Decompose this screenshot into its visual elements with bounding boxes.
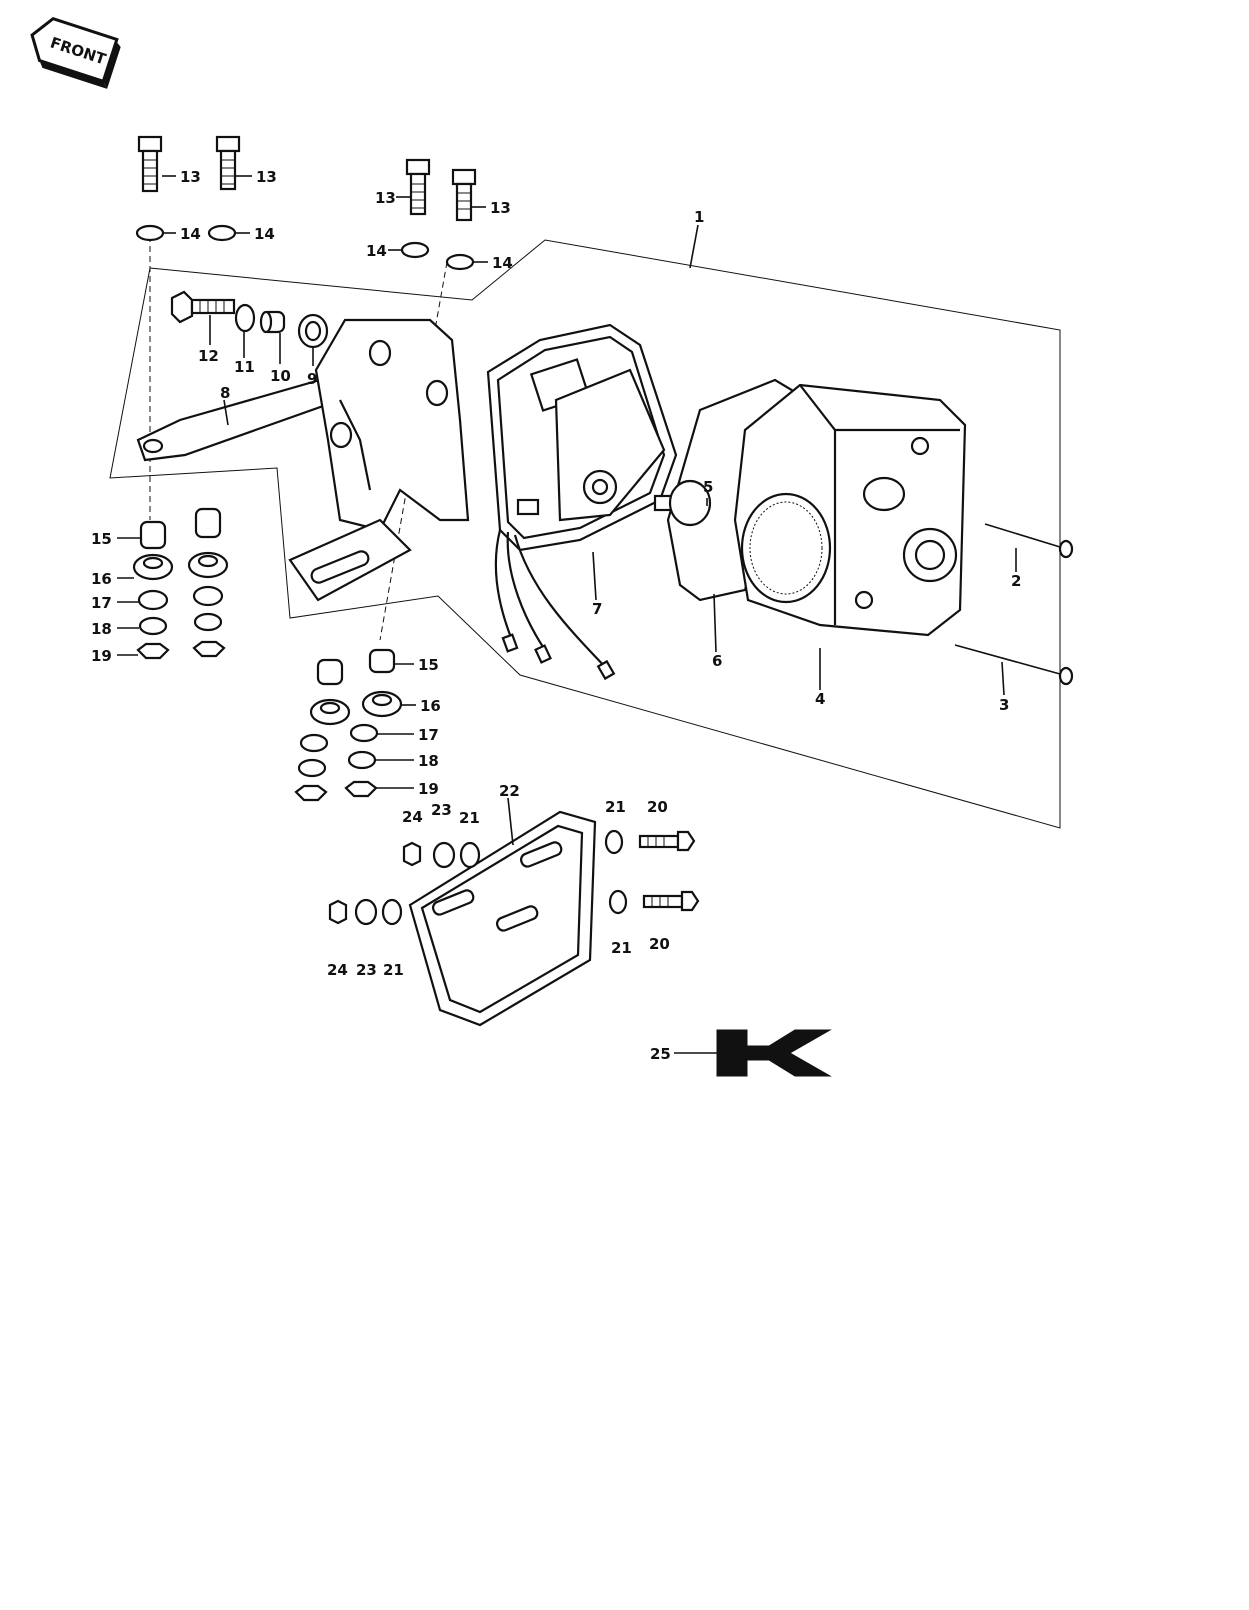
label-24-a: 24 (402, 808, 423, 826)
label-14-d: 14 (492, 254, 513, 272)
bolt-13-d (451, 168, 477, 222)
label-16-a: 16 (91, 570, 112, 588)
nut-19-a (136, 642, 170, 660)
grommet-16-b (361, 690, 403, 718)
washer-17-d (299, 733, 329, 753)
leader-lines (117, 175, 1017, 1054)
label-3: 3 (999, 696, 1009, 714)
washer-23-b (354, 898, 378, 926)
bolt-13-c (405, 158, 431, 216)
part-number-labels: 1 2 3 4 5 6 7 8 9 10 11 12 13 13 13 13 1… (91, 168, 1021, 1063)
washer-11 (234, 303, 256, 333)
label-10: 10 (270, 367, 291, 385)
label-14-b: 14 (254, 225, 275, 243)
label-16-b: 16 (420, 697, 441, 715)
label-18-b: 18 (418, 752, 439, 770)
kawasaki-emblem-25 (716, 1029, 832, 1077)
washer-14-b (207, 224, 237, 242)
washer-21-c (459, 841, 481, 869)
label-5: 5 (703, 478, 713, 496)
screw-2 (984, 523, 1074, 559)
label-7: 7 (592, 600, 602, 618)
washer-17-a (137, 589, 169, 611)
label-12: 12 (198, 347, 219, 365)
label-6: 6 (712, 652, 722, 670)
washer-23-a (432, 841, 456, 869)
bolt-12 (170, 290, 236, 324)
collar-15-d (316, 658, 344, 686)
bolt-20-b (642, 890, 700, 912)
nut-19-c (192, 640, 226, 658)
nut-19-d (294, 784, 328, 802)
bolt-13-b (215, 135, 241, 191)
collar-15-c (194, 507, 222, 539)
label-13-d: 13 (490, 199, 511, 217)
label-2: 2 (1011, 572, 1021, 590)
washer-18-d (297, 758, 327, 778)
label-11: 11 (234, 358, 255, 376)
label-1: 1 (694, 208, 704, 226)
plate-bracket-22 (408, 810, 597, 1027)
label-9: 9 (307, 370, 317, 388)
label-21-d: 21 (383, 961, 404, 979)
grommet-16-a (132, 553, 174, 581)
collar-15-a (139, 520, 167, 550)
label-8: 8 (220, 384, 230, 402)
grommet-16-d (309, 698, 351, 726)
label-23-a: 23 (431, 801, 452, 819)
label-22: 22 (499, 782, 520, 800)
label-21-a: 21 (605, 798, 626, 816)
screw-3 (954, 644, 1074, 686)
front-arrow-badge: FRONT (30, 17, 121, 89)
washer-21-d (381, 898, 403, 926)
label-14-c: 14 (366, 242, 387, 260)
collar-15-b (368, 648, 396, 674)
nut-24-b (328, 899, 348, 925)
label-4: 4 (815, 690, 825, 708)
grommet-9 (297, 313, 329, 349)
washer-18-b (347, 750, 377, 770)
washer-18-c (193, 612, 223, 632)
label-21-c: 21 (459, 809, 480, 827)
washer-21-b (608, 889, 628, 915)
washer-14-a (135, 224, 165, 242)
label-25: 25 (650, 1045, 671, 1063)
label-20-a: 20 (647, 798, 668, 816)
label-15-b: 15 (418, 656, 439, 674)
label-24-b: 24 (327, 961, 348, 979)
nut-19-b (344, 780, 378, 798)
wire-harness (494, 529, 616, 681)
washer-14-d (445, 253, 475, 271)
grommet-16-c (187, 551, 229, 579)
label-19-a: 19 (91, 647, 112, 665)
label-23-b: 23 (356, 961, 377, 979)
label-15-a: 15 (91, 530, 112, 548)
label-14-a: 14 (180, 225, 201, 243)
washer-14-c (400, 241, 430, 259)
label-13-c: 13 (375, 189, 396, 207)
bolt-20-a (638, 830, 696, 852)
assembly-outline (109, 239, 1061, 829)
label-21-b: 21 (611, 939, 632, 957)
lamp-base-7 (486, 323, 678, 552)
label-13-b: 13 (256, 168, 277, 186)
label-17-a: 17 (91, 594, 112, 612)
washer-18-a (138, 616, 168, 636)
label-13-a: 13 (180, 168, 201, 186)
washer-21-a (604, 829, 624, 855)
label-17-b: 17 (418, 726, 439, 744)
washer-17-b (349, 723, 379, 743)
lens-4 (733, 383, 967, 637)
bracket-8 (136, 318, 470, 602)
bolt-13-a (137, 135, 163, 193)
nut-24-a (402, 841, 422, 867)
label-18-a: 18 (91, 620, 112, 638)
bulb-5 (653, 479, 712, 527)
label-19-b: 19 (418, 780, 439, 798)
label-20-b: 20 (649, 935, 670, 953)
collar-10 (259, 310, 286, 334)
washer-17-c (192, 585, 224, 607)
